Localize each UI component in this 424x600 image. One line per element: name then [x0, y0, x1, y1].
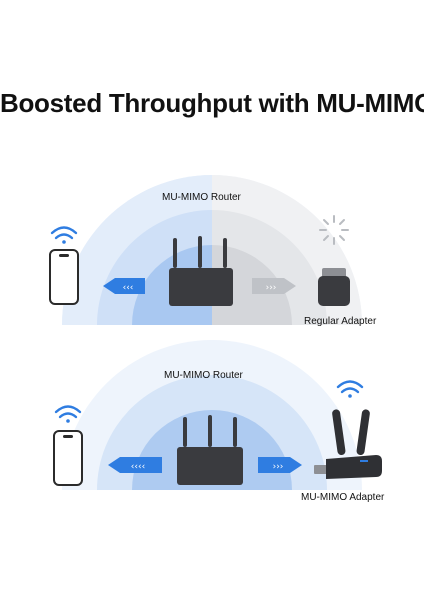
scene-mumimo-adapter: ‹‹‹‹ ››› MU-MIMO Router MU-MIMO Adapter — [0, 325, 424, 515]
no-signal-icon — [319, 215, 349, 245]
mumimo-adapter-icon — [314, 409, 382, 479]
mumimo-adapter-label: MU-MIMO Adapter — [301, 492, 385, 503]
svg-text:‹‹‹: ‹‹‹ — [123, 283, 134, 293]
wifi-icon — [50, 226, 78, 244]
scene-regular-graphic: ‹‹‹ ››› — [0, 175, 424, 350]
svg-text:‹‹‹‹: ‹‹‹‹ — [131, 462, 145, 472]
wifi-icon-adapter — [336, 380, 364, 398]
svg-text:›››: ››› — [266, 283, 277, 293]
router-icon-bottom — [177, 415, 243, 485]
arrow-right-gray: ››› — [252, 278, 296, 294]
scene-mumimo-graphic: ‹‹‹‹ ››› — [0, 340, 424, 515]
arrow-left-blue: ‹‹‹ — [103, 278, 145, 294]
arrow-left-blue-bottom: ‹‹‹‹ — [108, 457, 162, 473]
page-title: Boosted Throughput with MU-MIMO — [0, 88, 424, 118]
scene-regular-adapter: ‹‹‹ ››› MU-MIMO Router Regular Adapter — [0, 150, 424, 350]
regular-adapter-label: Regular Adapter — [304, 316, 377, 327]
wifi-icon-phone — [54, 405, 82, 423]
phone-icon — [49, 249, 79, 305]
arrow-right-blue-bottom: ››› — [258, 457, 302, 473]
router-icon — [169, 236, 233, 306]
router-label-top: MU-MIMO Router — [162, 192, 241, 203]
phone-icon-bottom — [53, 430, 83, 486]
svg-text:›››: ››› — [273, 462, 284, 472]
router-label-bottom: MU-MIMO Router — [164, 370, 243, 381]
usb-adapter-icon — [318, 268, 350, 306]
